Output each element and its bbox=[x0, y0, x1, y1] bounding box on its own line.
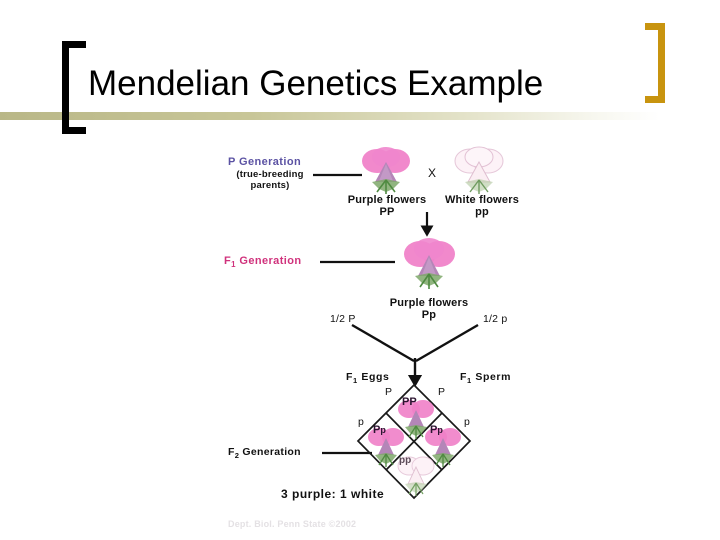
f1-eggs-label: F1 Eggs bbox=[346, 371, 389, 385]
f1-sperm-label: F1 Sperm bbox=[460, 371, 511, 385]
gamete-fraction-left: 1/2 P bbox=[330, 313, 356, 325]
purple-parent-genotype: PP bbox=[379, 206, 395, 218]
punnett-genotype-top: PP bbox=[402, 396, 417, 408]
punnett-genotype-bottom: pp bbox=[399, 455, 411, 466]
f1-label-prefix: F bbox=[224, 255, 232, 267]
f1-eggs-prefix: F bbox=[346, 371, 354, 383]
p-generation-label: P Generation bbox=[228, 156, 302, 168]
f1-offspring-genotype: Pp bbox=[421, 309, 437, 321]
punnett-genotype-right-low: p bbox=[437, 425, 443, 435]
f2-label-suffix: Generation bbox=[239, 446, 301, 458]
cross-symbol: X bbox=[428, 166, 437, 180]
f1-sperm-subscript: 1 bbox=[467, 376, 472, 386]
p-generation-sublabel-line1: (true-breeding bbox=[236, 169, 304, 180]
gamete-fraction-right: 1/2 p bbox=[483, 313, 508, 325]
f1-offspring-caption: Purple flowers bbox=[389, 297, 469, 309]
punnett-genotype-right: Pp bbox=[430, 424, 443, 436]
punnett-genotype-top-low: P bbox=[409, 396, 417, 408]
f2-label-prefix: F bbox=[228, 446, 235, 458]
right-bracket-decoration bbox=[645, 23, 665, 103]
punnett-allele-top-left: P bbox=[385, 386, 393, 398]
phenotype-ratio-label: 3 purple: 1 white bbox=[281, 487, 385, 501]
purple-parent-caption: Purple flowers bbox=[347, 194, 427, 206]
f1-sperm-prefix: F bbox=[460, 371, 468, 383]
left-bracket-decoration bbox=[62, 41, 86, 134]
page-title: Mendelian Genetics Example bbox=[88, 64, 544, 103]
white-parent-caption: White flowers bbox=[444, 194, 520, 206]
p-generation-sublabel-line2: parents) bbox=[250, 180, 290, 191]
f1-sperm-suffix: Sperm bbox=[471, 371, 512, 383]
punnett-genotype-bottom-cap: p bbox=[399, 455, 406, 466]
punnett-genotype-left-cap: P bbox=[373, 424, 381, 436]
title-rule-divider bbox=[0, 112, 660, 120]
f1-generation-label: F1 Generation bbox=[224, 255, 301, 269]
punnett-genotype-left-low: p bbox=[380, 425, 386, 435]
f1-eggs-subscript: 1 bbox=[353, 376, 358, 386]
punnett-allele-top-right: P bbox=[438, 386, 446, 398]
punnett-genotype-right-cap: P bbox=[430, 424, 438, 436]
f1-label-subscript: 1 bbox=[231, 260, 236, 270]
f2-generation-label: F2 Generation bbox=[228, 446, 301, 460]
punnett-genotype-left: Pp bbox=[373, 424, 386, 436]
source-credit: Dept. Biol. Penn State ©2002 bbox=[228, 519, 357, 529]
f1-eggs-suffix: Eggs bbox=[357, 371, 390, 383]
punnett-allele-mid-right: p bbox=[464, 416, 470, 428]
punnett-allele-mid-left: p bbox=[358, 416, 364, 428]
punnett-genotype-bottom-low: p bbox=[405, 455, 412, 466]
punnett-genotype-top-cap: P bbox=[402, 396, 410, 408]
white-parent-genotype: pp bbox=[475, 206, 489, 218]
f2-label-subscript: 2 bbox=[234, 451, 240, 461]
f1-label-suffix: Generation bbox=[235, 255, 302, 267]
